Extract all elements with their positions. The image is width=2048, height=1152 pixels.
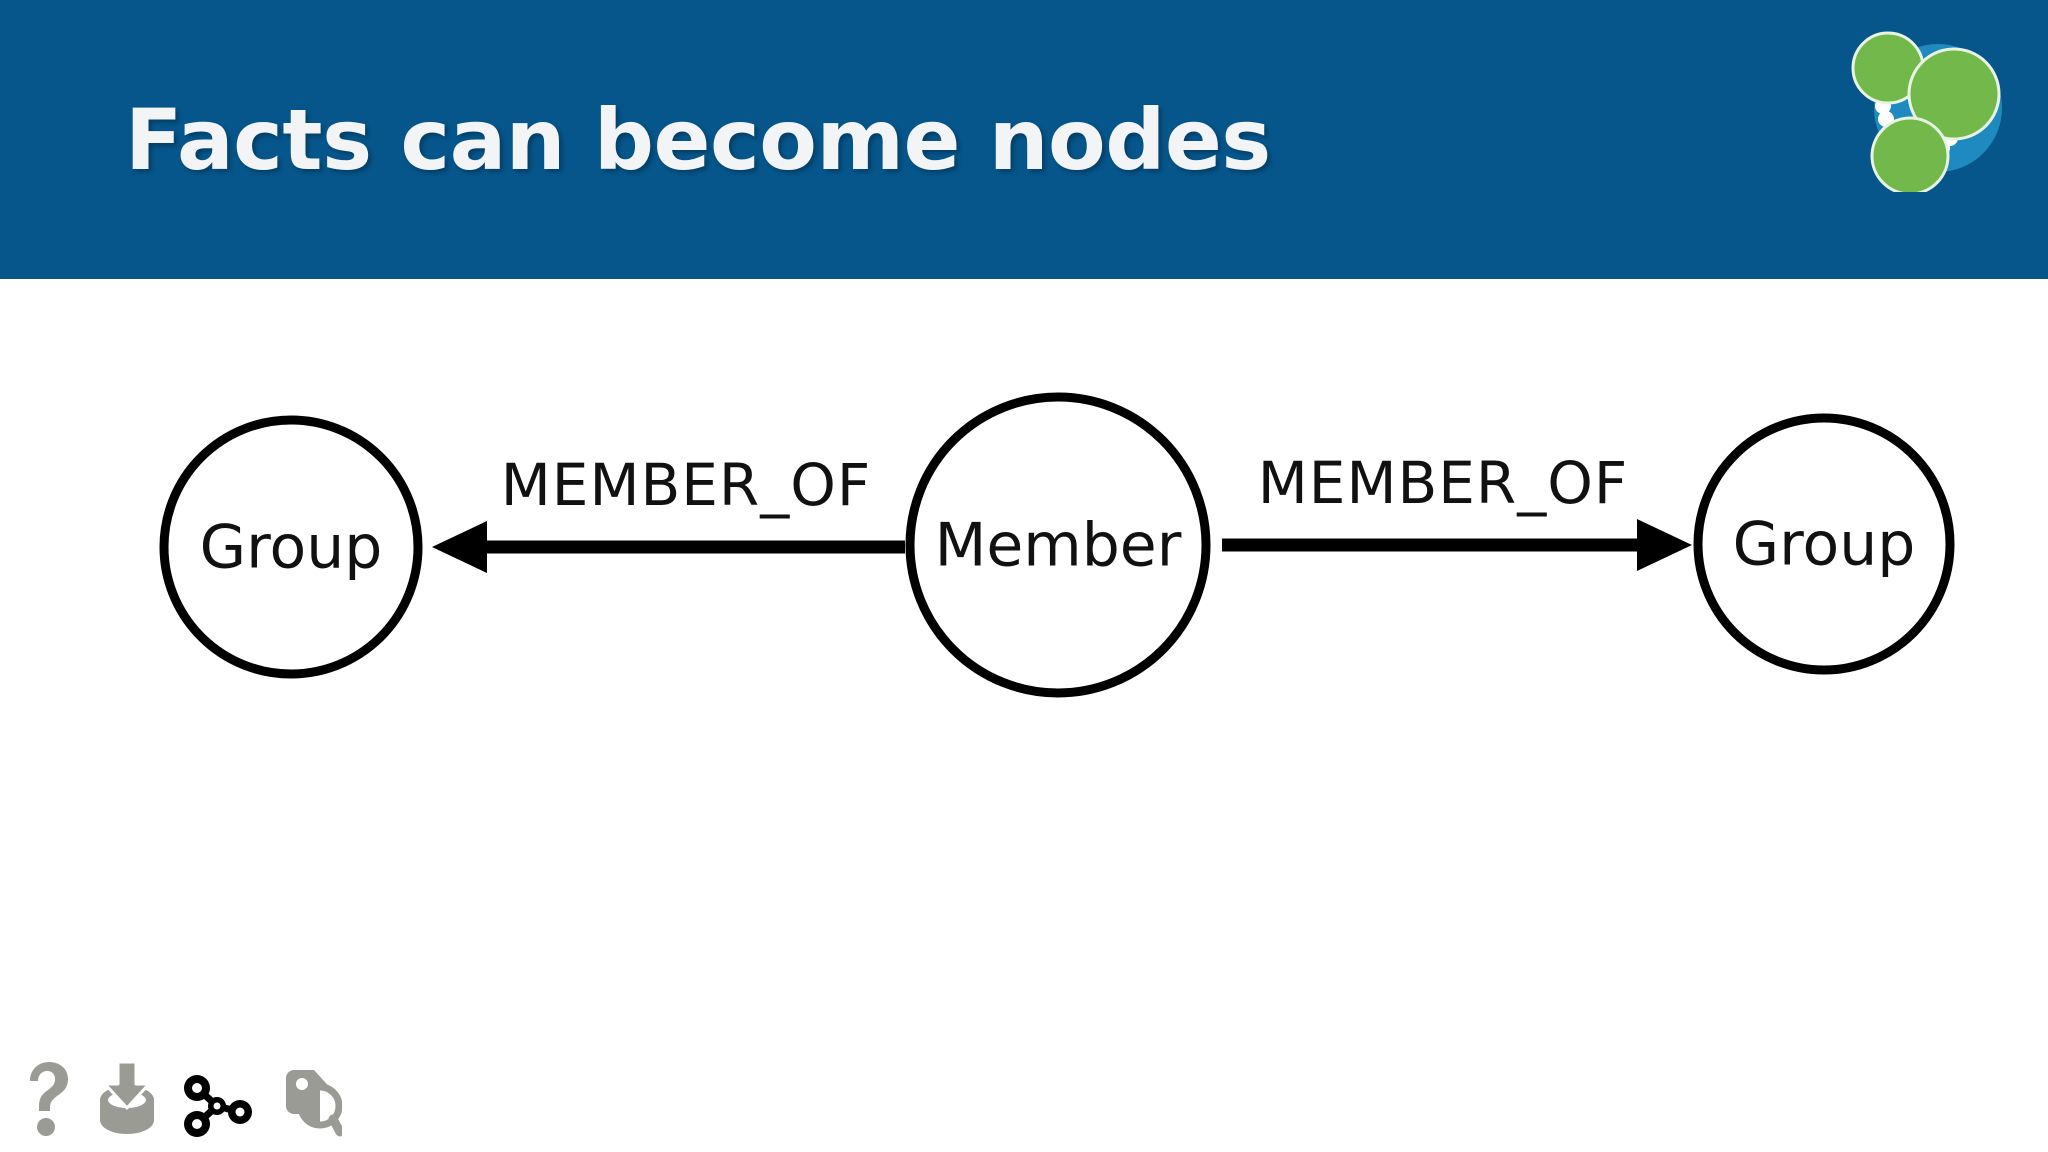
tag-inspect-icon-glyph — [286, 1070, 345, 1137]
graph-network-icon[interactable] — [180, 1074, 254, 1138]
header-bar — [0, 0, 2048, 279]
neo4j-logo-icon — [1851, 31, 2002, 196]
graph-diagram: .node-circle { fill:#ffffff; stroke:#000… — [0, 279, 2048, 839]
database-import-icon[interactable] — [96, 1060, 158, 1138]
help-question-icon-glyph — [30, 1062, 68, 1136]
node-group-left-circle — [159, 415, 423, 679]
node-member-label: Member — [935, 511, 1182, 581]
rel-right-arrowhead — [1637, 519, 1692, 571]
node-member-circle — [905, 392, 1211, 698]
relationship-member-of-right[interactable]: MEMBER_OF — [1222, 449, 1692, 571]
graph-diagram-svg: .node-circle { fill:#ffffff; stroke:#000… — [159, 392, 1955, 698]
relationship-member-of-left[interactable]: MEMBER_OF — [432, 451, 905, 573]
neo4j-logo — [1846, 16, 2022, 196]
graph-network-icon-glyph — [184, 1075, 252, 1137]
rel-left-arrowhead — [432, 521, 487, 573]
database-import-icon-glyph — [100, 1060, 154, 1134]
node-group-right-label: Group — [1733, 510, 1916, 580]
node-group-right-circle — [1693, 413, 1955, 675]
node-group-right[interactable]: Group — [1693, 413, 1955, 675]
tag-inspect-icon[interactable] — [276, 1066, 345, 1138]
footer-icon-bar — [22, 1060, 345, 1138]
rel-left-label: MEMBER_OF — [501, 451, 871, 519]
page-title: Facts can become nodes — [125, 91, 1271, 189]
help-question-icon[interactable] — [22, 1060, 74, 1138]
node-group-left-label: Group — [200, 513, 383, 583]
rel-right-label: MEMBER_OF — [1258, 449, 1628, 517]
node-group-left[interactable]: Group — [159, 415, 423, 679]
node-member[interactable]: Member — [905, 392, 1211, 698]
